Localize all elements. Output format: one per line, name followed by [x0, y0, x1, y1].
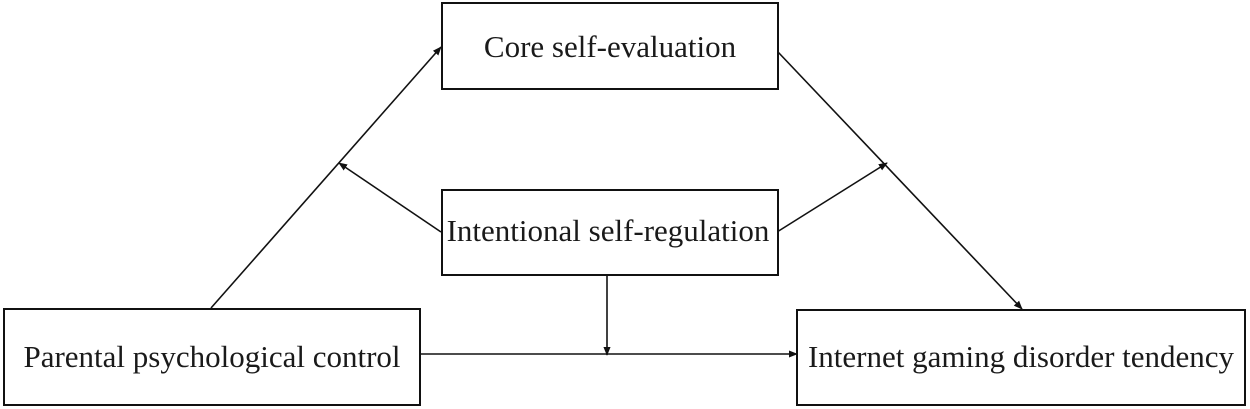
node-intentional-self-regulation: Intentional self-regulation — [441, 189, 779, 276]
node-core-self-evaluation: Core self-evaluation — [441, 2, 779, 90]
edge-core-to-gaming — [777, 51, 1023, 310]
node-internet-gaming-disorder-tendency-label: Internet gaming disorder tendency — [808, 339, 1235, 374]
node-parental-psychological-control: Parental psychological control — [3, 308, 421, 406]
node-core-self-evaluation-label: Core self-evaluation — [484, 29, 737, 64]
edge-moderator-to-right-path — [776, 162, 888, 233]
edge-moderator-to-left-path — [338, 162, 442, 233]
node-intentional-self-regulation-label: Intentional self-regulation — [447, 213, 770, 248]
node-parental-psychological-control-label: Parental psychological control — [23, 339, 400, 374]
node-internet-gaming-disorder-tendency: Internet gaming disorder tendency — [796, 309, 1246, 406]
edge-parental-to-core — [210, 46, 442, 309]
